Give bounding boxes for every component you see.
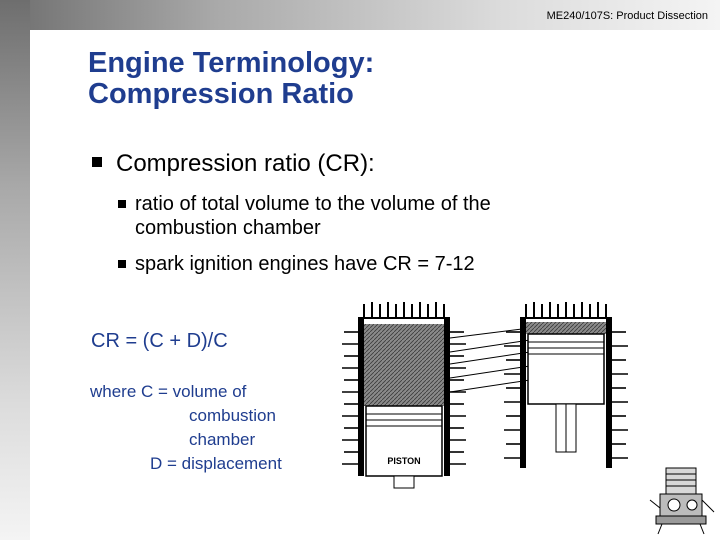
piston-label: PISTON (387, 456, 420, 466)
title-line-1: Engine Terminology: (88, 47, 375, 79)
sub-bullet-text: spark ignition engines have CR = 7-12 (135, 253, 475, 275)
slide-title: Engine Terminology: Compression Ratio (88, 48, 588, 110)
cr-formula: CR = (C + D)/C (91, 330, 228, 352)
course-header-label: ME240/107S: Product Dissection (546, 10, 708, 22)
square-bullet-icon (118, 200, 126, 208)
where-line-4: D = displacement (150, 454, 282, 473)
sub-bullet-line-1: ratio of total volume to the volume of t… (135, 193, 491, 215)
engine-clipart-icon (649, 467, 715, 535)
frame-left-gradient (0, 0, 30, 540)
sub-bullet-line-2: combustion chamber (135, 217, 321, 239)
frame-top-gradient (0, 0, 720, 30)
where-line-2: combustion (189, 406, 276, 425)
square-bullet-icon (118, 260, 126, 268)
bullet-text: Compression ratio (CR): (116, 150, 375, 177)
where-line-1: where C = volume of (90, 382, 247, 401)
cylinder-piston-diagram: PISTON (342, 302, 628, 489)
where-definitions: where C = volume of combustion chamber D… (90, 380, 282, 476)
sub-bullet-spark-ignition: spark ignition engines have CR = 7-12 (118, 252, 578, 276)
title-line-2: Compression Ratio (88, 78, 354, 110)
where-line-3: chamber (189, 430, 256, 449)
bullet-compression-ratio: Compression ratio (CR): (92, 150, 375, 178)
square-bullet-icon (92, 156, 102, 167)
sub-bullet-definition: ratio of total volume to the volume of t… (118, 192, 578, 240)
reference-lines (449, 327, 531, 393)
right-cylinder (504, 302, 628, 468)
left-cylinder: PISTON (342, 302, 466, 489)
